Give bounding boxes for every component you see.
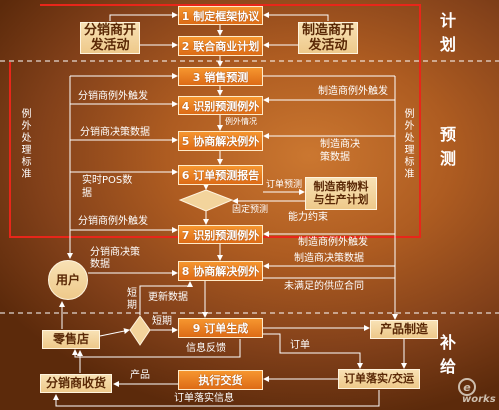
arrow-manufacturer-to-step1: [263, 12, 329, 21]
execute-delivery-box: 执行交货: [178, 370, 263, 390]
production-box: 产品制造: [370, 320, 438, 339]
short-term-label-2: 短期: [152, 316, 172, 327]
manufacturer-exception-trigger-label-2: 制造商例外触发: [298, 237, 368, 248]
manufacturer-material-plan-box: 制造商物料 与生产计划: [305, 177, 377, 210]
short-term-label-char-1: 短: [127, 288, 137, 299]
eworks-logo-word: works: [462, 394, 496, 405]
retail-store-label: 零售店: [52, 332, 89, 347]
production-label: 产品制造: [379, 322, 428, 337]
order-label: 订单: [290, 340, 310, 351]
forecast-decision-diamond: [178, 189, 234, 212]
step-1-framework-agreement: 1 制定框架协议: [178, 6, 263, 25]
distributor-decision-label-2-line-1: 分销商决策: [90, 247, 140, 258]
manufacturer-development-box: 制造商开 发活动: [298, 22, 358, 54]
arrow-retail-to-decision: [99, 328, 130, 337]
order-fulfillment-info-label: 订单落实信息: [174, 393, 234, 404]
distributor-receiving-label: 分销商收货: [45, 376, 106, 391]
retail-store-box: 零售店: [42, 330, 100, 349]
manufacturer-decision-label-line-1: 制造商决: [320, 139, 360, 150]
order-fulfillment-box: 订单落实/交运: [338, 369, 420, 389]
update-data-label: 更新数据: [148, 292, 188, 303]
arrow-order-to-fulfill: [263, 333, 363, 369]
order-fulfillment-label: 订单落实/交运: [343, 371, 415, 385]
step-2-joint-business-plan: 2 联合商业计划: [178, 36, 263, 56]
distributor-receiving-box: 分销商收货: [40, 374, 112, 393]
phase-planning-label: 计划: [437, 12, 456, 60]
step-6-order-forecast-report: 6 订单预测报告: [178, 165, 263, 185]
unmet-supply-contract-label: 未满足的供应合同: [284, 281, 364, 292]
arrow-short-term-update: [139, 281, 193, 315]
eworks-logo: e works: [458, 378, 496, 408]
arrow-distributor-to-step1: [109, 12, 178, 21]
distributor-decision-data-label: 分销商决策数据: [80, 127, 150, 138]
distributor-development-line-2: 发活动: [90, 38, 130, 53]
manufacturer-decision-label-line-2: 策数据: [320, 152, 350, 163]
information-feedback-label: 信息反馈: [186, 343, 226, 354]
right-exception-standard-note: 例外处理标准: [402, 108, 413, 180]
manufacturer-decision-data-label-2: 制造商决策数据: [294, 253, 364, 264]
short-term-decision-diamond: [129, 315, 151, 346]
step-8-resolve-exceptions: 8 协商解决例外: [178, 261, 263, 281]
exception-case-label: 例外情况: [225, 117, 257, 126]
phase-forecasting-label: 预测: [437, 126, 456, 174]
phase-replenishment-label: 补给: [437, 334, 456, 382]
arrow-order-info-to-receiving: [53, 390, 380, 407]
planning-forecast-frame: [9, 4, 421, 238]
order-forecast-label: 订单预测: [266, 180, 303, 190]
distributor-decision-label-2-line-2: 数据: [90, 259, 110, 270]
distributor-development-box: 分销商开 发活动: [80, 22, 140, 54]
manufacturer-development-line-1: 制造商开: [301, 22, 354, 38]
step-5-resolve-exceptions: 5 协商解决例外: [178, 131, 263, 151]
step-9-order-generation: 9 订单生成: [178, 318, 263, 338]
fixed-forecast-label: 固定预测: [232, 205, 269, 215]
manufacturer-development-line-2: 发活动: [308, 38, 348, 53]
distributor-exception-trigger-label-2: 分销商例外触发: [78, 216, 148, 227]
pos-data-label-line-1: 实时POS数: [82, 175, 133, 186]
product-label: 产品: [130, 370, 150, 381]
user-label: 用户: [55, 272, 80, 287]
manufacturer-plan-line-2: 与生产计划: [313, 192, 369, 206]
distributor-development-line-1: 分销商开: [83, 22, 136, 38]
user-circle: 用户: [48, 260, 88, 300]
step-7-identify-forecast-exceptions: 7 识别预测例外: [178, 225, 263, 244]
step-4-identify-forecast-exceptions: 4 识别预测例外: [178, 96, 263, 115]
step-3-sales-forecast: 3 销售预测: [178, 67, 263, 86]
left-exception-standard-note: 例外处理标准: [19, 108, 30, 180]
arrow-feedback-to-retail: [72, 339, 241, 358]
short-term-label-char-2: 期: [127, 300, 137, 311]
eworks-logo-mark: e: [458, 378, 476, 396]
pos-data-label-line-2: 据: [82, 188, 92, 199]
distributor-exception-trigger-label: 分销商例外触发: [78, 91, 148, 102]
manufacturer-plan-line-1: 制造商物料: [313, 179, 369, 193]
manufacturer-exception-trigger-label: 制造商例外触发: [318, 86, 388, 97]
capacity-constraint-label: 能力约束: [288, 212, 328, 223]
